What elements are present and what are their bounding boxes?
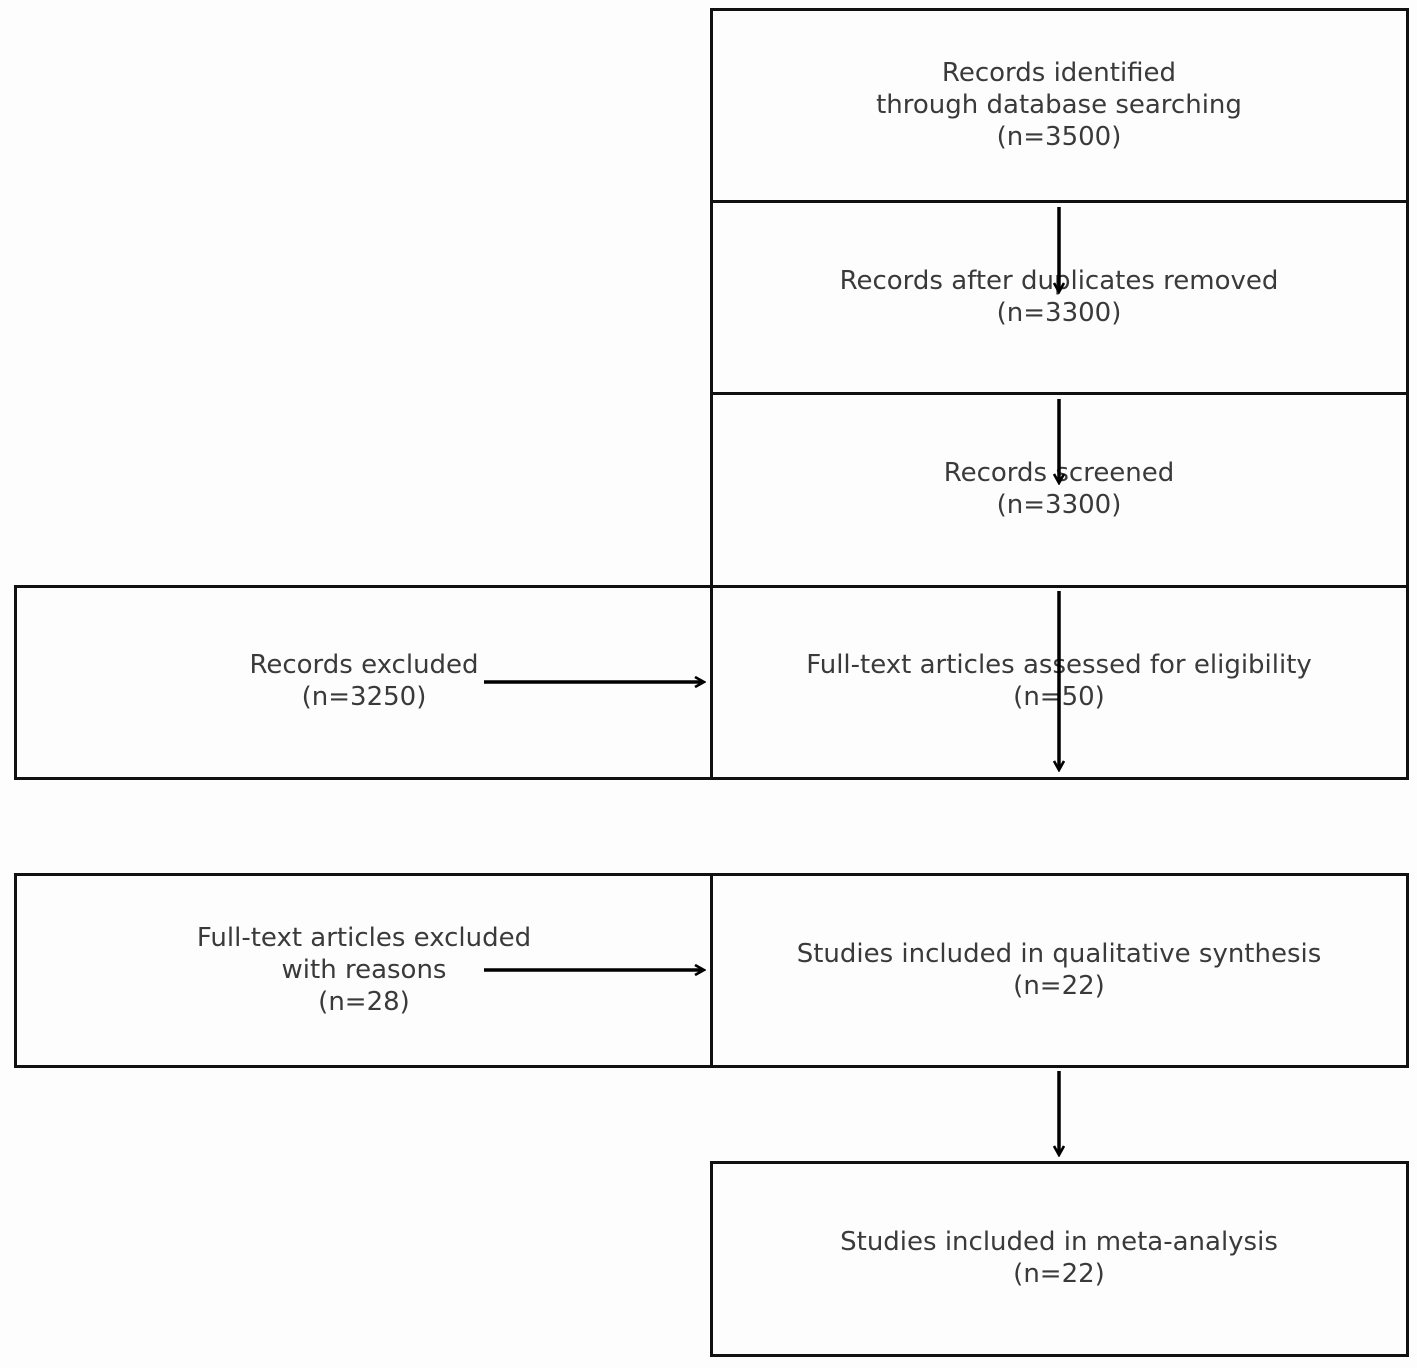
box-qualitative: [710, 873, 1409, 1068]
meta-line1: Studies included in meta-analysis: [840, 1227, 1278, 1257]
qualitative-line1: Studies included in qualitative synthesi…: [796, 939, 1322, 969]
identified-line2: through database searching: [876, 90, 1242, 120]
identified-line1: Records identified: [941, 58, 1177, 88]
screened-count: (n=3300): [996, 490, 1122, 520]
label-identified: Records identified through database sear…: [876, 57, 1242, 153]
label-excluded: Records excluded (n=3250): [249, 649, 478, 713]
deduplicated-count: (n=3300): [996, 298, 1122, 328]
box-meta: [710, 1161, 1409, 1357]
qualitative-count: (n=22): [1013, 971, 1105, 1001]
meta-count: (n=22): [1013, 1259, 1105, 1289]
identified-count: (n=3500): [996, 122, 1122, 152]
box-identified: [710, 8, 1409, 203]
fulltext-excluded-line2: with reasons: [281, 955, 447, 985]
excluded-count: (n=3250): [301, 682, 427, 712]
excluded-line1: Records excluded: [249, 650, 479, 680]
fulltext-excluded-count: (n=28): [318, 987, 410, 1017]
label-qualitative: Studies included in qualitative synthesi…: [797, 938, 1322, 1002]
label-meta: Studies included in meta-analysis (n=22): [840, 1226, 1278, 1290]
label-fulltext-excluded: Full-text articles excluded with reasons…: [197, 922, 531, 1018]
fulltext-excluded-line1: Full-text articles excluded: [196, 923, 532, 953]
